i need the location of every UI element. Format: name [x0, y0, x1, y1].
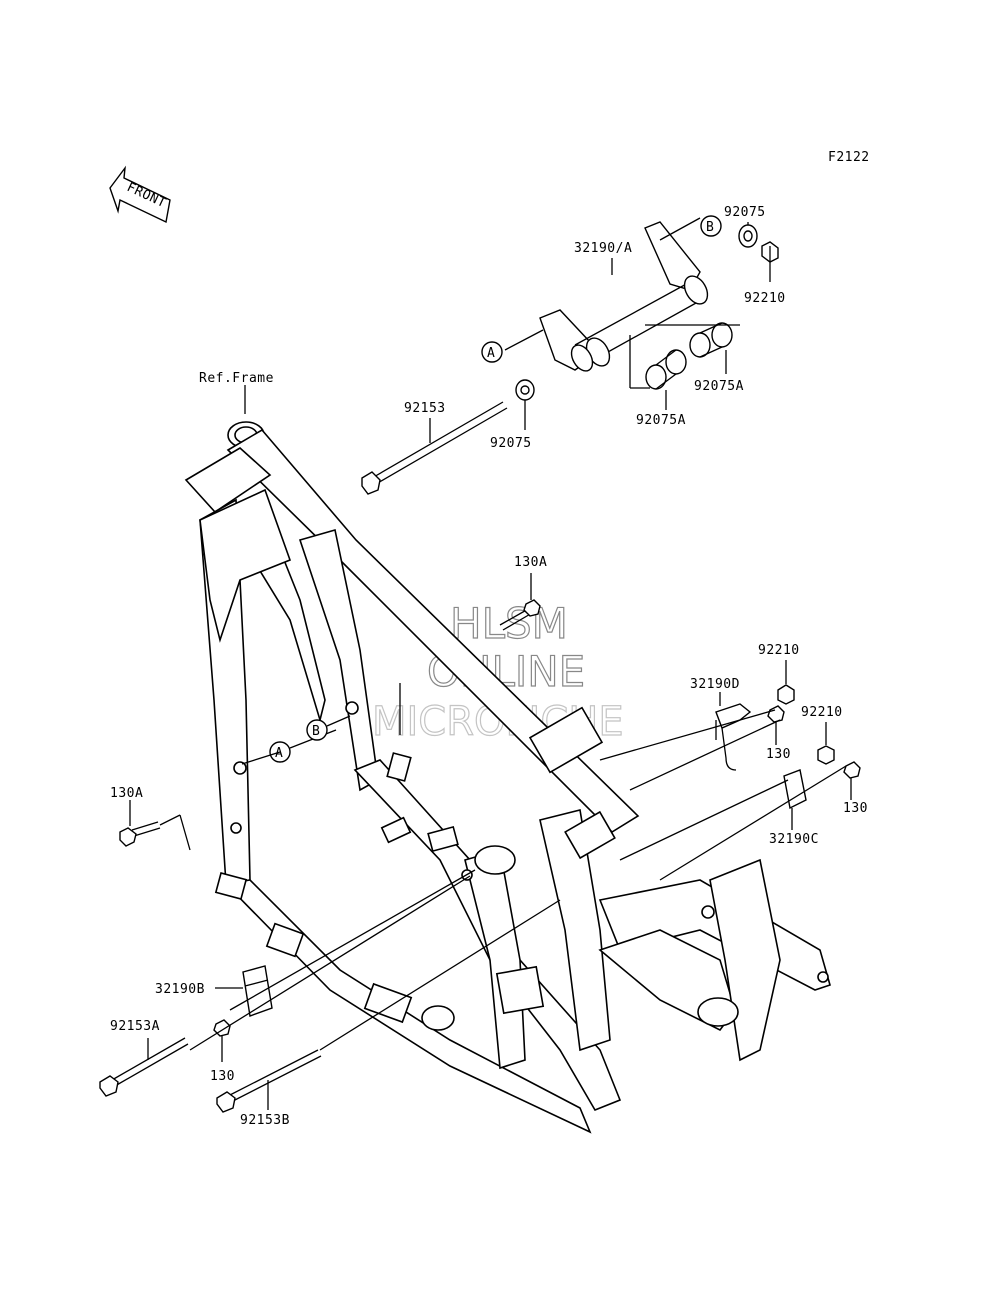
callout-a-top: A: [487, 346, 495, 361]
bolt-92153: [361, 401, 508, 495]
label-130-right2: 130: [843, 801, 868, 816]
frame-callouts: A B: [241, 683, 401, 765]
bolt-92153B: [216, 1049, 322, 1113]
label-32190A: 32190/A: [574, 241, 632, 256]
label-92075-mid: 92075: [490, 436, 532, 451]
damper-1: [689, 322, 733, 358]
label-32190B: 32190B: [155, 982, 205, 997]
motorcycle-frame: [184, 386, 831, 1134]
label-32190C: 32190C: [769, 832, 819, 847]
label-130A-top: 130A: [514, 555, 547, 570]
label-32190D: 32190D: [690, 677, 740, 692]
bolt-92153A: [99, 1037, 189, 1097]
label-130-right1: 130: [766, 747, 791, 762]
label-92210-top: 92210: [744, 291, 786, 306]
nut-92210-right2: [817, 722, 835, 765]
bolt-130A-top: [499, 573, 541, 631]
bracket-32190D: [715, 692, 752, 771]
callout-b-top: B: [706, 220, 714, 235]
figure-code: F2122: [828, 150, 870, 165]
part-labels: Ref.Frame 92075 92210 32190/A 92075A 920…: [110, 205, 868, 1128]
label-92153A: 92153A: [110, 1019, 160, 1034]
bolt-130-right1: [767, 705, 785, 745]
bolt-130-right2: [843, 761, 861, 800]
upper-bracket-assembly: B A: [481, 215, 779, 430]
label-130A-left: 130A: [110, 786, 143, 801]
label-92075A-right: 92075A: [694, 379, 744, 394]
label-92210-right1: 92210: [758, 643, 800, 658]
nut-92210-right1: [777, 660, 795, 705]
label-92153B: 92153B: [240, 1113, 290, 1128]
callout-a-frame: A: [275, 746, 283, 761]
label-92210-right2: 92210: [801, 705, 843, 720]
ref-frame-label: Ref.Frame: [199, 371, 274, 386]
callout-b-frame: B: [312, 724, 320, 739]
bolt-130A-left: [119, 800, 191, 851]
label-92153: 92153: [404, 401, 446, 416]
front-arrow-icon: FRONT: [109, 165, 171, 224]
label-130-bottom: 130: [210, 1069, 235, 1084]
label-92075A-mid: 92075A: [636, 413, 686, 428]
watermark-line1: HLSM: [450, 599, 568, 648]
label-92075-top: 92075: [724, 205, 766, 220]
bracket-32190C: [783, 769, 807, 830]
damper-2: [645, 349, 687, 390]
